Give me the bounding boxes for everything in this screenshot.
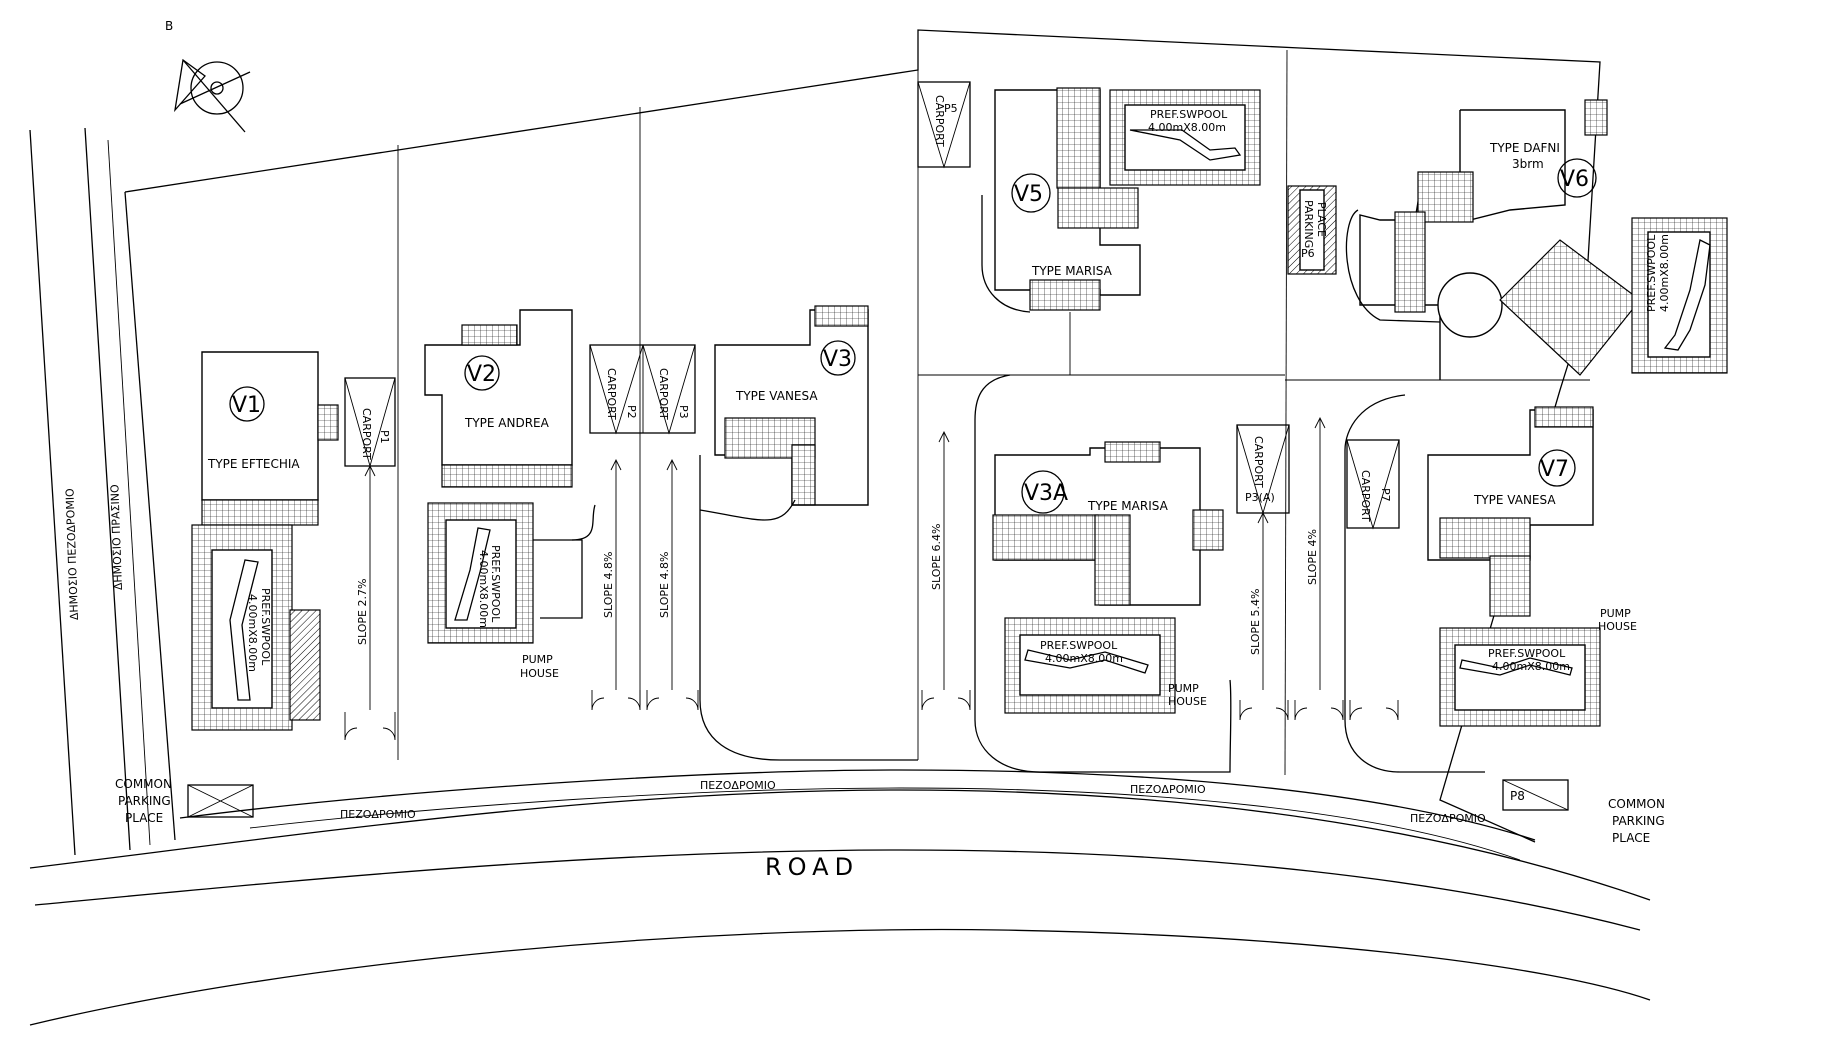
p8-label: P8: [1510, 789, 1525, 803]
pool-v5-label: PREF.SWPOOL: [1150, 108, 1228, 121]
pool-v3a-size: 4.00mX8.00m: [1045, 652, 1123, 665]
common-parking-right: P8 COMMON PARKING PLACE: [1502, 779, 1665, 845]
sidewalk-label-2: ΠΕΖΟΔΡΟΜΙΟ: [700, 779, 776, 792]
slope-2: SLOPE 4.8%: [602, 552, 615, 618]
pool-v3a-label: PREF.SWPOOL: [1040, 639, 1118, 652]
villa-v7-badge: [1538, 449, 1576, 487]
pump-v2-l2: HOUSE: [520, 667, 559, 680]
common-parking-right-l1: COMMON: [1608, 797, 1665, 811]
villa-v5-label: V5: [1014, 182, 1043, 207]
sidewalk-label-3: ΠΕΖΟΔΡΟΜΙΟ: [1130, 783, 1206, 796]
villa-v6: V6 TYPE DAFNI 3brm PREF.SWPOOL 4.00mX8.0…: [1345, 99, 1728, 380]
left-public-strips: ΔΗΜΟΣΙΟ ΠΕΖΟΔΡΟΜΙΟ ΔΗΜΟΣΙΟ ΠΡΑΣΙΝΟ: [29, 127, 151, 856]
carport-p5-word: CARPORT: [933, 95, 946, 147]
villa-v5-badge: [1011, 173, 1051, 213]
slopes: SLOPE 2.7% SLOPE 4.8% SLOPE 4.8% SLOPE 6…: [356, 416, 1326, 710]
carport-p3a: CARPORT P3(A): [1236, 424, 1290, 515]
villa-v3-label: V3: [823, 347, 852, 372]
pump-v7-l2: HOUSE: [1598, 620, 1637, 633]
villa-v3-type: TYPE VANESA: [735, 389, 818, 403]
carport-p3a-id: P3(A): [1245, 491, 1275, 504]
carport-p7-word: CARPORT: [1359, 470, 1372, 522]
villa-v7: V7 TYPE VANESA PREF.SWPOOL 4.00mX8.00m P…: [1344, 394, 1637, 773]
parking-p6: PARKING PLACE P6: [1287, 185, 1337, 275]
villa-v7-label: V7: [1540, 457, 1569, 482]
pool-v5-size: 4.00mX8.00m: [1148, 121, 1226, 134]
gates: [344, 690, 1399, 741]
villa-v2-label: V2: [467, 362, 496, 387]
villa-v1-label: V1: [232, 393, 261, 418]
villa-v1: V1 TYPE EFTECHIA PREF.SWPOOL 4.00mX8.00m: [191, 351, 339, 731]
common-parking-left-l3: PLACE: [125, 811, 163, 825]
villa-v5: V5 TYPE MARISA PREF.SWPOOL 4.00mX8.00m: [981, 87, 1261, 375]
villa-v1-badge: [229, 386, 265, 422]
common-parking-right-l3: PLACE: [1612, 831, 1650, 845]
carport-p2-p3: CARPORT P2 CARPORT P3: [589, 344, 696, 435]
villa-v3a-label: V3A: [1024, 481, 1068, 506]
carport-p3a-word: CARPORT: [1252, 436, 1265, 488]
villa-v3a: V3A TYPE MARISA PREF.SWPOOL 4.00mX8.00m …: [974, 374, 1232, 773]
carport-p1-word: CARPORT: [360, 408, 373, 460]
pool-v7-size: 4.00mX8.00m: [1492, 660, 1570, 673]
slope-1: SLOPE 2.7%: [356, 579, 369, 645]
slope-5: SLOPE 5.4%: [1249, 589, 1262, 655]
villa-v7-type: TYPE VANESA: [1473, 493, 1556, 507]
carport-p1: CARPORT P1: [344, 377, 396, 468]
villa-v6-type: TYPE DAFNI: [1489, 141, 1560, 155]
pool-v1-size: 4.00mX8.00m: [246, 594, 259, 672]
public-green-label: ΔΗΜΟΣΙΟ ΠΡΑΣΙΝΟ: [108, 484, 125, 591]
common-parking-right-l2: PARKING: [1612, 814, 1665, 828]
pump-v3a-l2: HOUSE: [1168, 695, 1207, 708]
pump-v2-l1: PUMP: [522, 653, 553, 666]
parking-p6-line2: PLACE: [1315, 202, 1328, 237]
sidewalk-label-1: ΠΕΖΟΔΡΟΜΙΟ: [340, 808, 416, 821]
road-label: ROAD: [765, 853, 859, 881]
villa-v3a-type: TYPE MARISA: [1087, 499, 1169, 513]
villa-v2: V2 TYPE ANDREA PREF.SWPOOL 4.00mX8.00m P…: [424, 309, 596, 680]
villa-v3-badge: [820, 340, 856, 376]
carport-p3-id: P3: [677, 405, 690, 419]
carport-p2-id: P2: [625, 405, 638, 419]
slope-6: SLOPE 4%: [1306, 529, 1319, 585]
carport-p7-id: P7: [1379, 488, 1392, 502]
sidewalk: ΠΕΖΟΔΡΟΜΙΟ ΠΕΖΟΔΡΟΜΙΟ ΠΕΖΟΔΡΟΜΙΟ ΠΕΖΟΔΡΟ…: [179, 769, 1536, 861]
villa-v1-type: TYPE EFTECHIA: [207, 457, 300, 471]
common-parking-left: COMMON PARKING PLACE: [115, 777, 254, 825]
parking-p6-id: P6: [1301, 247, 1315, 260]
villa-v2-badge: [464, 355, 500, 391]
slope-3: SLOPE 4.8%: [658, 552, 671, 618]
villa-v6-badge: [1557, 158, 1597, 198]
parking-p6-word: PARKING: [1302, 200, 1315, 248]
carport-p2-word: CARPORT: [605, 368, 618, 420]
carport-p5: CARPORT P5: [917, 81, 971, 169]
villa-v3a-badge: [1021, 470, 1065, 514]
slope-4: SLOPE 6.4%: [930, 524, 943, 590]
carport-p5-id: P5: [944, 102, 958, 115]
pump-v3a-l1: PUMP: [1168, 682, 1199, 695]
pool-v1-label: PREF.SWPOOL: [259, 588, 272, 666]
public-sidewalk-label: ΔΗΜΟΣΙΟ ΠΕΖΟΔΡΟΜΙΟ: [63, 488, 81, 621]
pump-v7-l1: PUMP: [1600, 607, 1631, 620]
pool-v7-label: PREF.SWPOOL: [1488, 647, 1566, 660]
villa-v2-type: TYPE ANDREA: [464, 416, 550, 430]
pool-v6-label: PREF.SWPOOL: [1645, 234, 1658, 312]
villa-v5-type: TYPE MARISA: [1031, 264, 1113, 278]
villa-v3: V3 TYPE VANESA: [699, 305, 918, 761]
pool-v2-label: PREF.SWPOOL: [489, 545, 502, 623]
villa-v6-label: V6: [1560, 167, 1589, 192]
carport-p3-word: CARPORT: [657, 368, 670, 420]
road-area: ROAD: [29, 789, 1651, 1026]
pool-v2-size: 4.00mX8.00m: [477, 550, 490, 628]
north-arrow: B: [165, 19, 251, 133]
sidewalk-label-4: ΠΕΖΟΔΡΟΜΙΟ: [1410, 812, 1486, 825]
north-letter: B: [165, 19, 173, 33]
carport-p7: CARPORT P7: [1346, 439, 1400, 530]
carport-p1-id: P1: [378, 430, 391, 444]
common-parking-left-l1: COMMON: [115, 777, 172, 791]
villa-v6-rooms: 3brm: [1512, 157, 1544, 171]
common-parking-left-l2: PARKING: [118, 794, 171, 808]
pool-v6-size: 4.00mX8.00m: [1658, 234, 1671, 312]
